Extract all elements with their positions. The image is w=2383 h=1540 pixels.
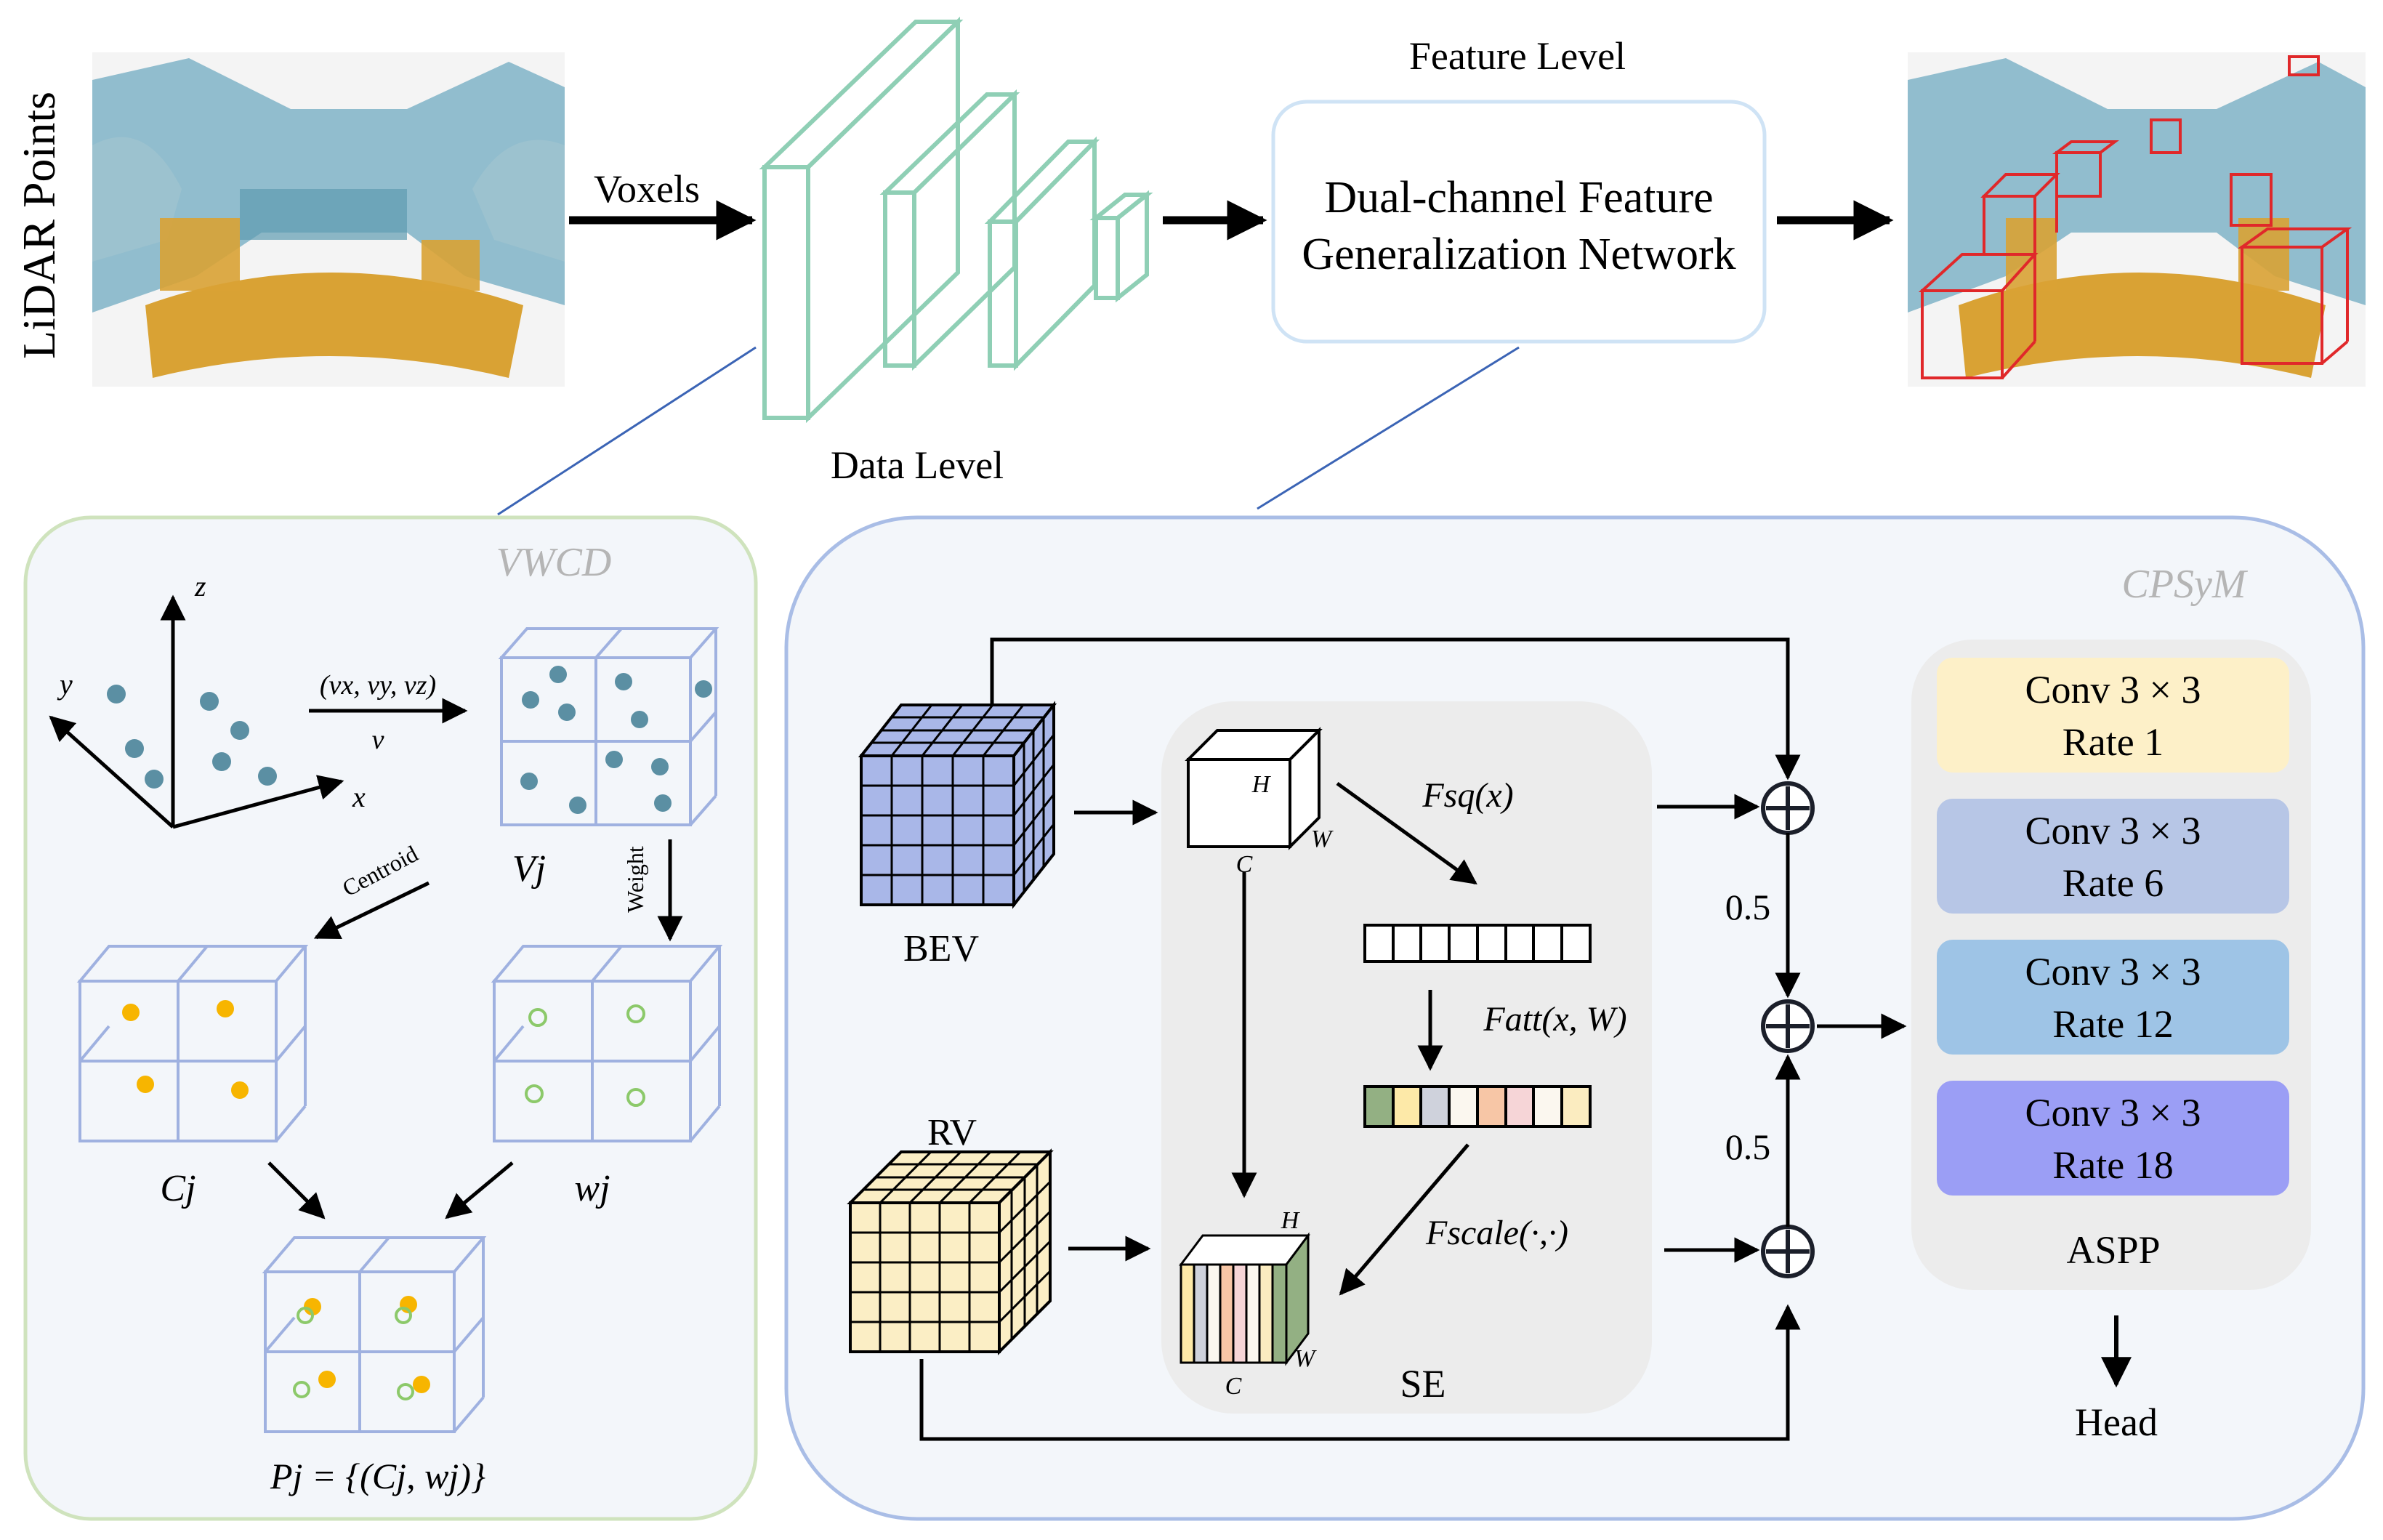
connector-left bbox=[497, 346, 757, 516]
aspp-branch-4-conv-label: Conv 3 × 3 bbox=[2025, 1091, 2201, 1134]
network-label-line2: Generalization Network bbox=[1302, 230, 1735, 279]
cj-label: Cj bbox=[160, 1168, 195, 1209]
voxelize-arrow-label-bottom: v bbox=[372, 725, 384, 755]
network-label-line1: Dual-channel Feature bbox=[1324, 173, 1713, 222]
bev-skip-path bbox=[990, 637, 1801, 781]
rv-tensor bbox=[847, 1148, 1054, 1355]
sum-node-bottom bbox=[1761, 1225, 1815, 1278]
centroid-arrow bbox=[313, 881, 430, 940]
feature-level-label: Feature Level bbox=[1409, 34, 1626, 78]
fsq-label: Fsq(x) bbox=[1422, 776, 1513, 815]
se-input-cube bbox=[1185, 727, 1323, 850]
se-cube-h: H bbox=[1251, 771, 1272, 798]
cpsym-title: CPSyM bbox=[2121, 562, 2248, 607]
lidar-input-image bbox=[92, 52, 565, 387]
lidar-points-label: LiDAR Points bbox=[13, 92, 65, 359]
wj-to-pj-arrow bbox=[445, 1161, 514, 1219]
weight-label: Weight bbox=[622, 846, 648, 913]
aspp-branch-3 bbox=[1937, 940, 2289, 1055]
aspp-branch-4 bbox=[1937, 1081, 2289, 1196]
cj-to-pj-arrow bbox=[267, 1161, 326, 1219]
fscale-label: Fscale(·,·) bbox=[1425, 1214, 1568, 1252]
rv-skip-path bbox=[919, 1304, 1801, 1441]
bev-tensor bbox=[858, 701, 1057, 909]
attention-vector bbox=[1363, 1085, 1592, 1128]
aspp-branch-2-conv-label: Conv 3 × 3 bbox=[2025, 809, 2201, 852]
aspp-branch-1-rate-label: Rate 1 bbox=[2063, 720, 2164, 764]
squeeze-arrow bbox=[1336, 781, 1477, 885]
weight-grid-wj bbox=[491, 945, 723, 1142]
vj-points bbox=[520, 666, 712, 814]
centroid-grid-cj bbox=[76, 945, 309, 1142]
weight-top-label: 0.5 bbox=[1725, 887, 1771, 927]
vj-label: Vj bbox=[512, 848, 546, 890]
se-out-w: W bbox=[1294, 1345, 1317, 1372]
network-box bbox=[1271, 100, 1767, 344]
sum-node-top bbox=[1761, 781, 1815, 835]
wj-label: wj bbox=[574, 1168, 610, 1209]
aspp-branch-2 bbox=[1937, 799, 2289, 914]
se-out-h: H bbox=[1281, 1207, 1301, 1234]
voxelize-arrow-label-top: (vx, vy, vz) bbox=[320, 670, 436, 701]
fatt-label: Fatt(x, W) bbox=[1483, 1000, 1626, 1039]
pj-weight-points bbox=[293, 1307, 414, 1400]
se-cube-c: C bbox=[1236, 851, 1253, 878]
vwcd-panel bbox=[23, 515, 758, 1521]
vwcd-title: VWCD bbox=[496, 540, 612, 585]
connector-right bbox=[1257, 346, 1520, 510]
aspp-branch-2-rate-label: Rate 6 bbox=[2063, 861, 2164, 905]
bev-label: BEV bbox=[903, 928, 979, 969]
weight-bottom-label: 0.5 bbox=[1725, 1126, 1771, 1167]
aspp-title: ASPP bbox=[2066, 1228, 2160, 1272]
combined-grid-pj bbox=[262, 1236, 487, 1433]
voxel-encoder bbox=[759, 16, 1153, 424]
coordinate-axes bbox=[49, 594, 344, 829]
se-out-c: C bbox=[1225, 1373, 1242, 1400]
aspp-branch-4-rate-label: Rate 18 bbox=[2052, 1143, 2173, 1187]
aspp-branch-3-rate-label: Rate 12 bbox=[2052, 1002, 2173, 1046]
aspp-branches: Conv 3 × 3 Rate 1 Conv 3 × 3 Rate 6 Conv 3 ×… bbox=[1937, 658, 2289, 1196]
aspp-branch-1 bbox=[1937, 658, 2289, 773]
se-output-cube bbox=[1179, 1232, 1310, 1366]
aspp-branch-1-conv-label: Conv 3 × 3 bbox=[2025, 668, 2201, 711]
se-label: SE bbox=[1400, 1362, 1445, 1406]
se-cube-w: W bbox=[1311, 826, 1334, 852]
sum-node-middle bbox=[1761, 999, 1815, 1053]
head-label: Head bbox=[2075, 1400, 2158, 1444]
centroid-points bbox=[122, 1000, 249, 1099]
squeezed-vector bbox=[1363, 924, 1592, 963]
axis-z-label: z bbox=[194, 570, 206, 602]
weight-points bbox=[525, 1004, 645, 1107]
lidar-output-image bbox=[1908, 52, 2366, 387]
aspp-branch-3-conv-label: Conv 3 × 3 bbox=[2025, 950, 2201, 993]
axis-y-label: y bbox=[57, 668, 73, 701]
axis-x-label: x bbox=[352, 781, 366, 813]
voxels-label: Voxels bbox=[594, 167, 700, 211]
scale-arrow bbox=[1339, 1143, 1469, 1296]
voxel-grid-vj bbox=[498, 627, 719, 826]
data-level-label: Data Level bbox=[831, 443, 1004, 487]
rv-label: RV bbox=[927, 1112, 977, 1153]
pj-label: Pj = {(Cj, wj)} bbox=[270, 1456, 485, 1496]
raw-points bbox=[107, 685, 277, 789]
